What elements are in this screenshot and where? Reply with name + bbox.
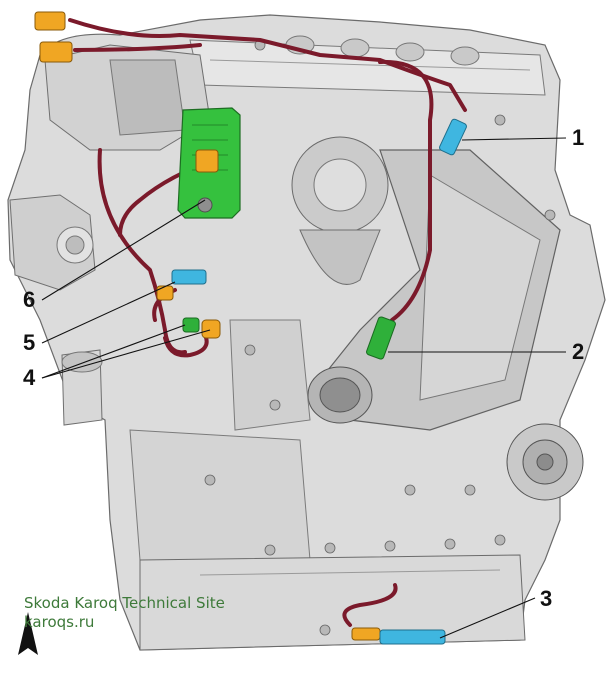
callout-2: 2 <box>572 339 585 364</box>
watermark-line-2: karoqs.ru <box>24 613 95 631</box>
connector-4-green <box>182 317 200 333</box>
callout-1: 1 <box>572 125 585 150</box>
north-arrow-icon <box>18 612 38 655</box>
oil-sensor-blue <box>379 629 446 645</box>
leader-line-1 <box>461 137 567 141</box>
callout-3: 3 <box>540 586 553 611</box>
watermark-line-1: Skoda Karoq Technical Site <box>24 594 225 612</box>
leader-lines <box>41 137 567 639</box>
callout-6: 6 <box>23 287 36 312</box>
leader-line-6 <box>41 199 206 301</box>
leader-line-3 <box>439 597 536 639</box>
oil-sensor-orange <box>351 627 381 641</box>
connector-4-orange <box>201 319 221 339</box>
connector-5-orange <box>156 285 174 301</box>
oxygen-sensor-connector-2 <box>366 316 396 360</box>
leader-line-4 <box>41 324 186 379</box>
leader-line-5 <box>41 281 176 344</box>
connectors <box>34 11 467 645</box>
leader-line-4b <box>41 329 211 379</box>
callout-4: 4 <box>23 365 36 390</box>
connector-5-blue <box>171 269 207 285</box>
top-left-connector-upper <box>34 11 66 31</box>
bracket-orange-connector <box>195 149 219 173</box>
oxygen-sensor-connector-1 <box>439 118 467 156</box>
bracket-bolt <box>197 197 213 213</box>
engine-block <box>7 14 606 651</box>
top-left-connector-lower <box>39 41 73 63</box>
callout-5: 5 <box>23 330 36 355</box>
